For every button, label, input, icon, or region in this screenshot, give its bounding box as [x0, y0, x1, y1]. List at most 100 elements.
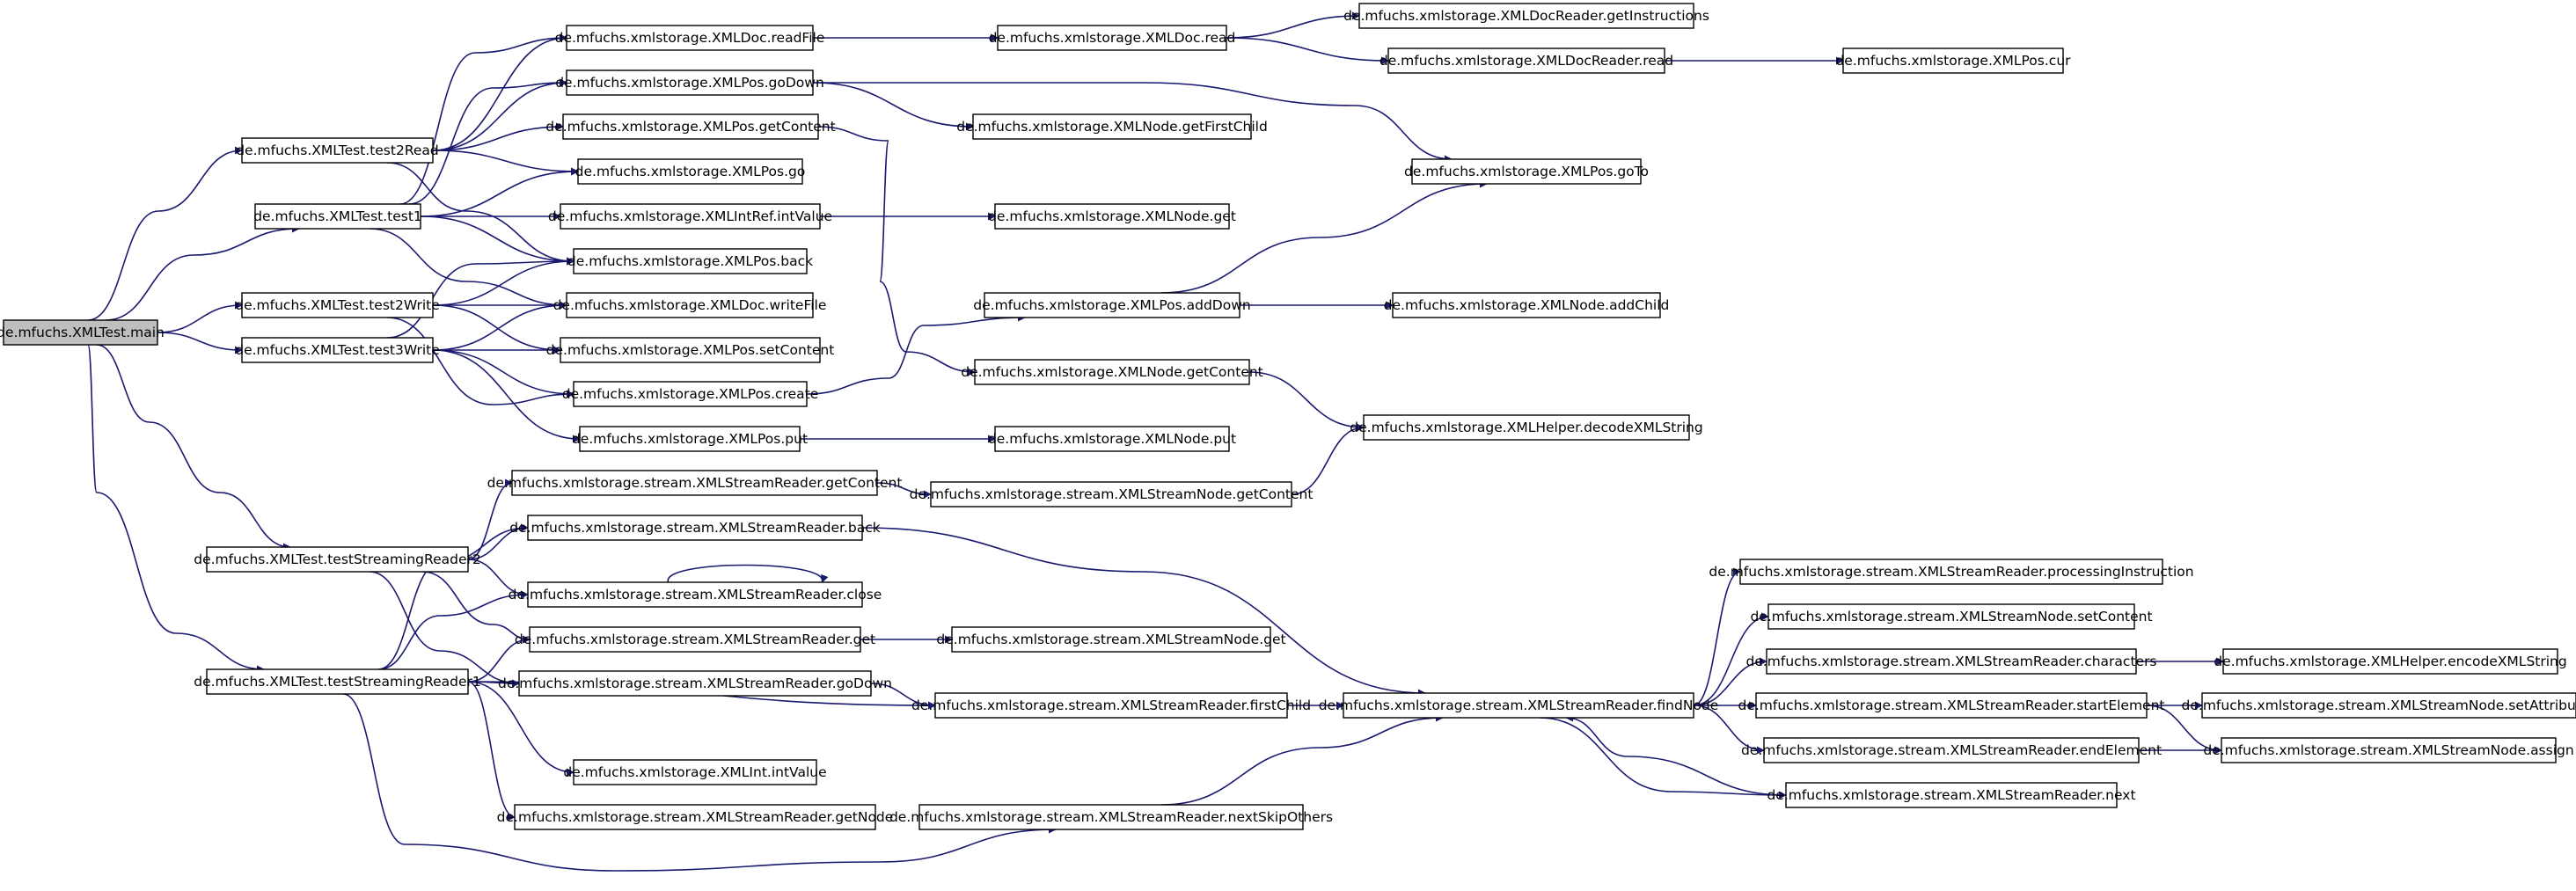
node-helperEncode[interactable]: de.mfuchs.xmlstorage.XMLHelper.encodeXML… — [2214, 648, 2567, 675]
node-posAddDown[interactable]: de.mfuchs.xmlstorage.XMLPos.addDown — [973, 292, 1251, 318]
node-snSetAttributes[interactable]: de.mfuchs.xmlstorage.stream.XMLStreamNod… — [2182, 692, 2576, 719]
edge-posGoDown-to-posGoTo — [813, 82, 1453, 164]
node-helperDecode[interactable]: de.mfuchs.xmlstorage.XMLHelper.decodeXML… — [1350, 414, 1703, 441]
node-box — [579, 426, 801, 452]
node-posPut[interactable]: de.mfuchs.xmlstorage.XMLPos.put — [572, 426, 808, 452]
edge-tsr1-to-srGet — [467, 635, 531, 683]
node-srCharacters[interactable]: de.mfuchs.xmlstorage.stream.XMLStreamRea… — [1745, 648, 2157, 675]
node-box — [573, 248, 808, 274]
node-label: de.mfuchs.xmlstorage.XMLHelper.encodeXML… — [2214, 654, 2566, 669]
node-srFirstChild[interactable]: de.mfuchs.xmlstorage.stream.XMLStreamRea… — [911, 692, 1311, 719]
node-docRead[interactable]: de.mfuchs.xmlstorage.XMLDoc.read — [989, 25, 1236, 51]
node-srEndElement[interactable]: de.mfuchs.xmlstorage.stream.XMLStreamRea… — [1741, 737, 2162, 763]
node-box — [974, 359, 1250, 385]
node-posGetContent[interactable]: de.mfuchs.xmlstorage.XMLPos.getContent — [545, 113, 836, 140]
node-nodeGetContent[interactable]: de.mfuchs.xmlstorage.XMLNode.getContent — [961, 359, 1263, 385]
node-snGet[interactable]: de.mfuchs.xmlstorage.stream.XMLStreamNod… — [936, 626, 1286, 653]
node-box — [529, 626, 861, 653]
node-box — [1767, 603, 2135, 630]
node-box — [1343, 692, 1694, 719]
node-drRead[interactable]: de.mfuchs.xmlstorage.XMLDocReader.read — [1379, 47, 1673, 74]
node-nodePut[interactable]: de.mfuchs.xmlstorage.XMLNode.put — [988, 426, 1236, 452]
node-label: de.mfuchs.XMLTest.test3Write — [235, 342, 440, 358]
node-tsr1[interactable]: de.mfuchs.XMLTest.testStreamingReader1 — [194, 668, 481, 695]
node-snGetContent[interactable]: de.mfuchs.xmlstorage.stream.XMLStreamNod… — [910, 481, 1314, 508]
node-srBack[interactable]: de.mfuchs.xmlstorage.stream.XMLStreamRea… — [509, 515, 881, 541]
node-label: de.mfuchs.xmlstorage.stream.XMLStreamNod… — [1750, 609, 2152, 624]
node-srGetContent[interactable]: de.mfuchs.xmlstorage.stream.XMLStreamRea… — [487, 470, 903, 496]
node-nodeGet[interactable]: de.mfuchs.xmlstorage.XMLNode.get — [988, 203, 1236, 230]
edge-srFindNode-to-srNext — [1539, 717, 1787, 800]
node-posSetContent[interactable]: de.mfuchs.xmlstorage.XMLPos.setContent — [546, 337, 835, 363]
edge-tsr2-to-srClose — [467, 559, 529, 599]
node-box — [994, 426, 1230, 452]
node-posBack[interactable]: de.mfuchs.xmlstorage.XMLPos.back — [567, 248, 813, 274]
node-label: de.mfuchs.xmlstorage.XMLNode.get — [988, 208, 1236, 224]
node-srProcInstr[interactable]: de.mfuchs.xmlstorage.stream.XMLStreamRea… — [1709, 559, 2194, 585]
node-snAssign[interactable]: de.mfuchs.xmlstorage.stream.XMLStreamNod… — [2203, 737, 2574, 763]
node-tsr2[interactable]: de.mfuchs.XMLTest.testStreamingReader2 — [194, 546, 481, 573]
edge-t3w-to-posBack — [386, 257, 574, 339]
node-box — [918, 804, 1304, 830]
node-srGet[interactable]: de.mfuchs.xmlstorage.stream.XMLStreamRea… — [515, 626, 875, 653]
node-label: de.mfuchs.xmlstorage.stream.XMLStreamRea… — [1767, 787, 2135, 803]
edge-t1-to-docReadFile — [399, 33, 567, 205]
node-posCur[interactable]: de.mfuchs.xmlstorage.XMLPos.cur — [1835, 47, 2071, 74]
node-box — [1411, 158, 1642, 185]
node-label: de.mfuchs.xmlstorage.stream.XMLStreamNod… — [2203, 742, 2573, 758]
node-label: de.mfuchs.xmlstorage.XMLDoc.read — [989, 30, 1236, 46]
node-srFindNode[interactable]: de.mfuchs.xmlstorage.stream.XMLStreamRea… — [1319, 692, 1719, 719]
node-label: de.mfuchs.xmlstorage.XMLDocReader.getIns… — [1343, 8, 1709, 24]
edge-t1-to-posBack — [420, 215, 574, 266]
node-box — [518, 670, 872, 697]
edge-t2r-to-posGetContent — [432, 122, 564, 151]
edge-posCreate-to-posAddDown — [806, 313, 1026, 395]
edge-main-to-t2r — [87, 146, 243, 321]
node-intRefIntValue[interactable]: de.mfuchs.xmlstorage.XMLIntRef.intValue — [548, 203, 832, 230]
node-srStartElement[interactable]: de.mfuchs.xmlstorage.stream.XMLStreamRea… — [1738, 692, 2165, 719]
node-box — [2201, 692, 2576, 719]
node-box — [1392, 292, 1661, 318]
node-srGetNode[interactable]: de.mfuchs.xmlstorage.stream.XMLStreamRea… — [497, 804, 894, 830]
node-label: de.mfuchs.xmlstorage.XMLPos.create — [562, 386, 819, 402]
node-t1[interactable]: de.mfuchs.XMLTest.test1 — [253, 203, 422, 230]
node-srNextSkipOthers[interactable]: de.mfuchs.xmlstorage.stream.XMLStreamRea… — [889, 804, 1333, 830]
node-srClose[interactable]: de.mfuchs.xmlstorage.stream.XMLStreamRea… — [509, 581, 882, 608]
node-t2w[interactable]: de.mfuchs.XMLTest.test2Write — [235, 292, 440, 318]
node-label: de.mfuchs.xmlstorage.XMLPos.setContent — [546, 342, 835, 358]
node-box — [241, 292, 434, 318]
node-box — [241, 137, 434, 164]
edge-main-to-tsr1 — [87, 344, 265, 674]
node-main[interactable]: de.mfuchs.XMLTest.main — [0, 319, 165, 346]
node-label: de.mfuchs.xmlstorage.stream.XMLStreamRea… — [1745, 654, 2156, 669]
node-posCreate[interactable]: de.mfuchs.xmlstorage.XMLPos.create — [562, 381, 819, 407]
node-box — [3, 319, 158, 346]
node-label: de.mfuchs.xmlstorage.stream.XMLStreamNod… — [2182, 697, 2576, 713]
node-posGoDown[interactable]: de.mfuchs.xmlstorage.XMLPos.goDown — [555, 69, 824, 96]
node-label: de.mfuchs.XMLTest.test1 — [253, 208, 422, 224]
edge-layer — [87, 11, 2224, 872]
node-posGo[interactable]: de.mfuchs.xmlstorage.XMLPos.go — [575, 158, 806, 185]
node-box — [1842, 47, 2064, 74]
node-srGoDown[interactable]: de.mfuchs.xmlstorage.stream.XMLStreamRea… — [498, 670, 892, 697]
edge-srNextSkipOthers-to-srFindNode — [1160, 713, 1444, 806]
node-t3w[interactable]: de.mfuchs.XMLTest.test3Write — [235, 337, 440, 363]
node-box — [1358, 3, 1694, 29]
node-snSetContent[interactable]: de.mfuchs.xmlstorage.stream.XMLStreamNod… — [1750, 603, 2153, 630]
edge-docRead-to-drGetInstructions — [1226, 11, 1360, 39]
node-nodeGetFirstChild[interactable]: de.mfuchs.xmlstorage.XMLNode.getFirstChi… — [956, 113, 1268, 140]
node-label: de.mfuchs.xmlstorage.stream.XMLStreamRea… — [498, 676, 892, 691]
node-t2r[interactable]: de.mfuchs.XMLTest.test2Read — [236, 137, 439, 164]
edge-srFindNode-to-srProcInstr — [1693, 567, 1741, 706]
node-docWriteFile[interactable]: de.mfuchs.xmlstorage.XMLDoc.writeFile — [553, 292, 827, 318]
node-nodeAddChild[interactable]: de.mfuchs.xmlstorage.XMLNode.addChild — [1384, 292, 1670, 318]
node-srNext[interactable]: de.mfuchs.xmlstorage.stream.XMLStreamRea… — [1767, 782, 2136, 808]
node-docReadFile[interactable]: de.mfuchs.xmlstorage.XMLDoc.readFile — [555, 25, 825, 51]
edge-t1-to-docWriteFile — [369, 228, 567, 310]
node-box — [206, 546, 469, 573]
node-drGetInstructions[interactable]: de.mfuchs.xmlstorage.XMLDocReader.getIns… — [1343, 3, 1709, 29]
node-intIntValue[interactable]: de.mfuchs.xmlstorage.XMLInt.intValue — [563, 759, 827, 785]
node-posGoTo[interactable]: de.mfuchs.xmlstorage.XMLPos.goTo — [1404, 158, 1649, 185]
edge-srNext-to-srFindNode — [1565, 713, 1787, 796]
node-box — [1763, 737, 2140, 763]
